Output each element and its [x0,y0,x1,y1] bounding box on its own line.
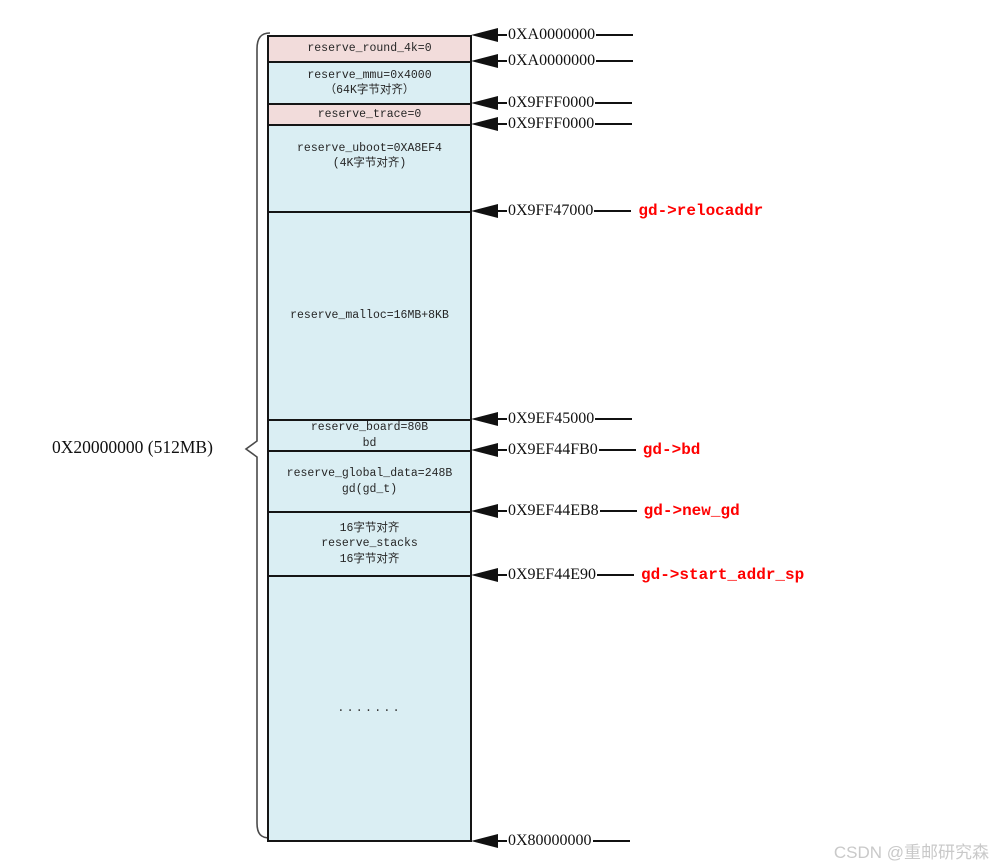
arrow-left-icon [471,117,498,131]
marker-line [596,60,634,62]
region-label: reserve_uboot=0XA8EF4 [297,142,442,155]
marker-line [498,60,507,62]
arrow-left-icon [471,204,498,218]
marker-line [596,34,634,36]
arrow-left-icon [471,412,498,426]
marker-line [595,418,633,420]
address-label: 0X9EF44FB0 [508,441,598,458]
address-label: 0X9EF45000 [508,410,595,427]
marker-line [498,34,507,36]
region-remaining-memory: ....... [269,577,470,840]
region-reserve-board: reserve_board=80B bd [269,421,470,452]
address-marker: 0XA0000000 [471,25,634,45]
region-reserve-trace: reserve_trace=0 [269,105,470,126]
marker-line [595,102,633,104]
address-marker: 0X9EF45000 [471,409,633,429]
address-marker: 0XA0000000 [471,51,634,71]
pointer-label: gd->bd [642,441,701,459]
region-label: reserve_round_4k=0 [307,42,432,56]
marker-line [498,574,507,576]
region-label: reserve_malloc=16MB+8KB [290,309,449,323]
address-label: 0X9FFF0000 [508,115,595,132]
total-size-label: 0X20000000 (512MB) [52,437,213,457]
address-marker: 0X9EF44E90 gd->start_addr_sp [471,565,804,585]
marker-line [597,574,634,576]
pointer-label: gd->relocaddr [638,202,764,220]
marker-line [498,840,507,842]
region-reserve-malloc: reserve_malloc=16MB+8KB [269,213,470,421]
region-label: reserve_mmu=0x4000 [307,68,432,82]
marker-line [498,123,507,125]
marker-line [498,210,507,212]
marker-line [592,840,630,842]
address-label: 0X9EF44EB8 [508,502,599,519]
region-label: (4K字节对齐) [332,157,407,171]
region-label: reserve_global_data=248B [286,467,453,481]
marker-line [498,102,507,104]
address-label: 0X9EF44E90 [508,566,596,583]
marker-line [599,510,637,512]
region-reserve-mmu: reserve_mmu=0x4000 （64K字节对齐） [269,63,470,105]
region-label: reserve_board=80B [310,421,429,435]
marker-line [595,123,633,125]
address-label: 0X9FFF0000 [508,94,595,111]
pointer-label: gd->start_addr_sp [641,566,805,584]
region-reserve-global-data: reserve_global_data=248B gd(gd_t) [269,452,470,513]
address-label: 0XA0000000 [508,52,596,69]
region-label: ....... [337,700,402,715]
address-label: 0X80000000 [508,832,592,849]
marker-line [498,449,507,451]
address-marker: 0X80000000 [471,831,630,851]
region-label: bd [362,436,377,450]
region-label: 16字节对齐 [339,552,400,566]
address-marker: 0X9FF47000 gd->relocaddr [471,201,763,221]
arrow-left-icon [471,443,498,457]
marker-line [498,510,507,512]
address-label: 0X9FF47000 [508,202,594,219]
region-label: gd(gd_t) [341,482,398,496]
region-reserve-uboot: reserve_uboot=0XA8EF4 (4K字节对齐) [269,126,470,213]
region-label: reserve_stacks [321,537,418,551]
region-label: reserve_trace=0 [317,107,422,121]
marker-line [594,210,632,212]
region-label: 16字节对齐 [339,522,400,536]
marker-line [598,449,636,451]
address-label: 0XA0000000 [508,26,596,43]
arrow-left-icon [471,504,498,518]
arrow-left-icon [471,834,498,848]
marker-line [498,418,507,420]
watermark: CSDN @重邮研究森 [833,843,989,862]
address-marker: 0X9FFF0000 [471,93,633,113]
address-marker: 0X9EF44EB8 gd->new_gd [471,501,740,521]
region-reserve-stacks: 16字节对齐 reserve_stacks 16字节对齐 [269,513,470,577]
arrow-left-icon [471,28,498,42]
arrow-left-icon [471,54,498,68]
arrow-left-icon [471,96,498,110]
region-label: （64K字节对齐） [324,84,415,97]
pointer-label: gd->new_gd [643,502,740,520]
region-reserve-round-4k: reserve_round_4k=0 [269,37,470,63]
address-marker: 0X9FFF0000 [471,114,633,134]
memory-region-stack: reserve_round_4k=0 reserve_mmu=0x4000 （6… [267,35,472,842]
address-marker: 0X9EF44FB0 gd->bd [471,440,700,460]
arrow-left-icon [471,568,498,582]
